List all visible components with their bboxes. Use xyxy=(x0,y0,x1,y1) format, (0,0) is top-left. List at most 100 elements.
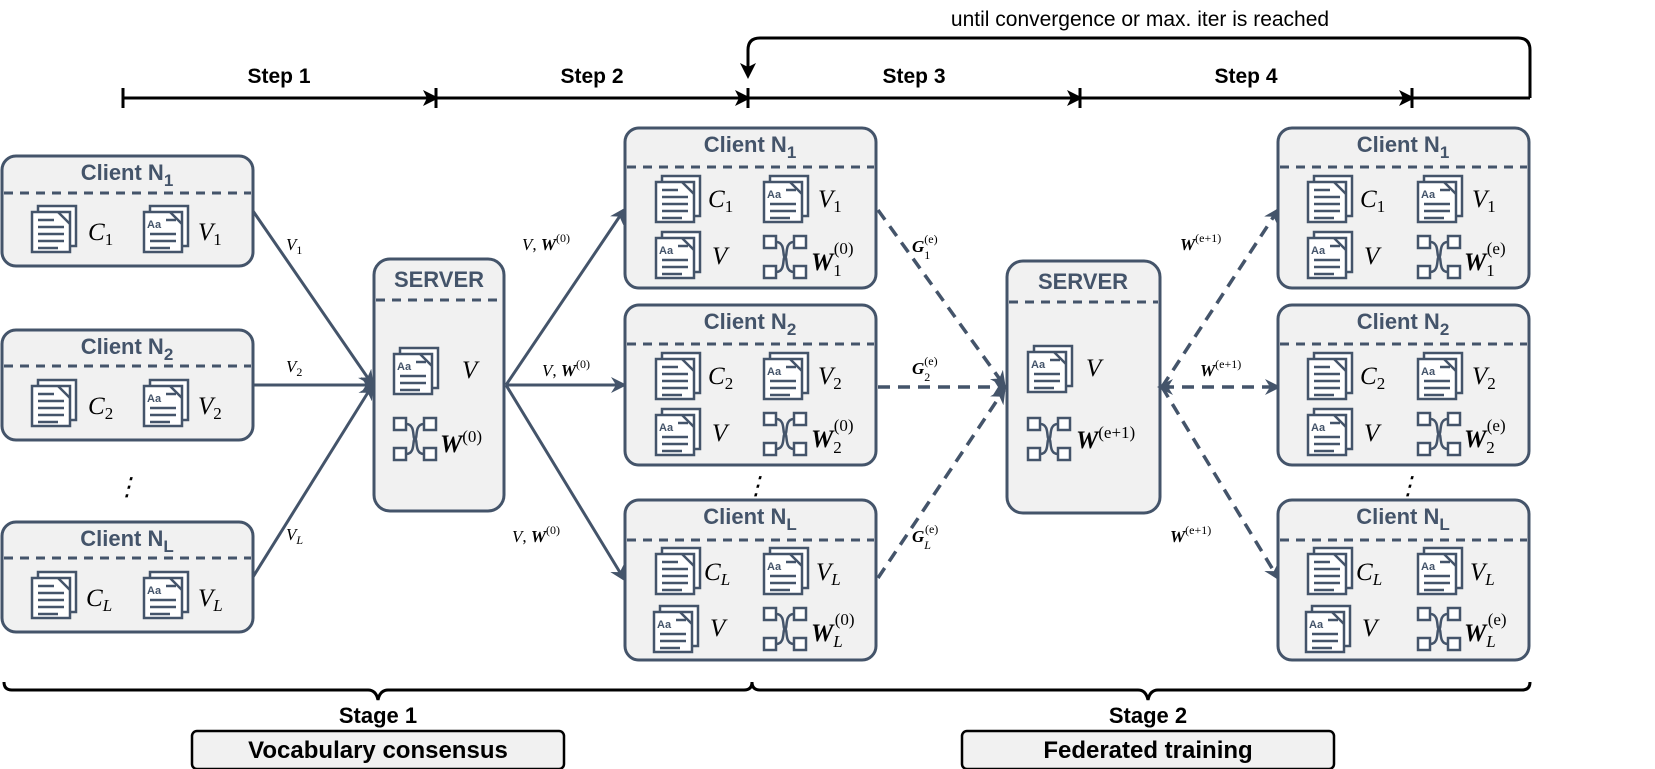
document-stack-icon xyxy=(1306,174,1354,224)
step-timeline: Step 1 Step 2 Step 3 Step 4 xyxy=(121,65,1530,108)
svg-text:W1(0): W1(0) xyxy=(811,239,854,280)
svg-text:W2(0): W2(0) xyxy=(811,416,854,457)
loop-arrow: until convergence or max. iter is reache… xyxy=(740,8,1532,98)
step-3-label: Step 3 xyxy=(882,65,945,88)
svg-text:W1(e): W1(e) xyxy=(1464,239,1506,280)
svg-text:CL: CL xyxy=(86,585,112,615)
vocabulary-document-icon xyxy=(654,407,702,457)
svg-text:V: V xyxy=(710,615,728,642)
right-client-L: Client NL CL VL V WL(e) xyxy=(1276,498,1531,662)
svg-text:V: V xyxy=(1086,355,1104,382)
loop-label: until convergence or max. iter is reache… xyxy=(951,8,1329,31)
server-label: SERVER xyxy=(394,267,484,292)
svg-text:W2(e): W2(e) xyxy=(1464,416,1506,457)
document-stack-icon xyxy=(654,351,702,401)
step2-arrows: V, W(0) V, W(0) V, W(0) xyxy=(504,207,627,582)
svg-text:V: V xyxy=(712,420,730,447)
document-stack-icon xyxy=(654,546,702,596)
step-2-label: Step 2 xyxy=(560,65,623,88)
svg-text:Client NL: Client NL xyxy=(1356,504,1450,534)
document-stack-icon xyxy=(1306,351,1354,401)
stage-2: Stage 2 Federated training xyxy=(750,681,1532,769)
mid-client-2: Client N2 C2 V2 V W2(0) xyxy=(623,303,878,467)
client-name: Client N xyxy=(81,160,164,185)
document-stack-icon xyxy=(30,204,78,254)
svg-text:Client N1: Client N1 xyxy=(81,160,174,190)
svg-text:Client N1: Client N1 xyxy=(704,132,797,162)
svg-text:C2: C2 xyxy=(88,393,113,423)
svg-text:V1: V1 xyxy=(818,186,842,216)
svg-text:VL: VL xyxy=(286,525,303,547)
mid-client-1: Client N1 C1 V1 V W1(0) xyxy=(623,126,878,290)
vocabulary-document-icon xyxy=(142,204,190,254)
vocabulary-document-icon xyxy=(762,546,810,596)
vocabulary-document-icon xyxy=(1416,174,1464,224)
svg-text:Client N2: Client N2 xyxy=(81,334,174,364)
svg-text:V, W(0): V, W(0) xyxy=(542,357,590,380)
stage1-client-L: Client NL CL VL xyxy=(0,520,255,634)
ellipsis: ⋮ xyxy=(744,473,769,500)
stage1-client-2: Client N2 C2 V2 xyxy=(0,328,255,442)
svg-text:G2(e): G2(e) xyxy=(912,354,938,384)
right-client-1: Client N1 C1 V1 V W1(e) xyxy=(1276,126,1531,290)
stage-1-name: Vocabulary consensus xyxy=(248,737,508,764)
stage-2-name: Federated training xyxy=(1043,737,1252,764)
stage-2-name-box xyxy=(960,729,1336,769)
svg-text:W(e+1): W(e+1) xyxy=(1076,423,1135,454)
ellipsis: ⋮ xyxy=(115,474,140,501)
document-stack-icon xyxy=(1306,546,1354,596)
vocabulary-document-icon xyxy=(1026,344,1074,394)
svg-text:C1: C1 xyxy=(88,219,113,249)
svg-text:V: V xyxy=(462,357,480,384)
svg-text:V: V xyxy=(1364,420,1382,447)
svg-text:VL: VL xyxy=(198,585,223,615)
svg-text:W(e+1): W(e+1) xyxy=(1180,231,1221,254)
vocabulary-document-icon xyxy=(1306,407,1354,457)
svg-text:Client NL: Client NL xyxy=(703,504,797,534)
vocabulary-document-icon xyxy=(142,570,190,620)
stage-2-label: Stage 2 xyxy=(1109,703,1187,728)
svg-text:CL: CL xyxy=(704,559,730,589)
stage-1: Stage 1 Vocabulary consensus xyxy=(2,681,754,769)
vocabulary-document-icon xyxy=(1304,604,1352,654)
document-stack-icon xyxy=(30,378,78,428)
vocabulary-document-icon xyxy=(392,346,440,396)
svg-text:C2: C2 xyxy=(708,363,733,393)
step1-arrows: V1 V2 VL xyxy=(251,210,377,578)
svg-text:W(e+1): W(e+1) xyxy=(1170,523,1211,546)
svg-text:WL(e): WL(e) xyxy=(1464,610,1507,651)
stage-1-name-box xyxy=(190,729,566,769)
svg-text:V: V xyxy=(712,243,730,270)
step-4-label: Step 4 xyxy=(1214,65,1277,88)
vocabulary-document-icon xyxy=(762,351,810,401)
svg-text:Client N2: Client N2 xyxy=(704,309,797,339)
vocabulary-document-icon xyxy=(1416,546,1464,596)
svg-text:V2: V2 xyxy=(286,357,302,379)
svg-text:V: V xyxy=(1362,615,1380,642)
document-stack-icon xyxy=(30,570,78,620)
step3-arrows: G1(e) G2(e) GL(e) xyxy=(876,208,1009,579)
vocabulary-document-icon xyxy=(654,230,702,280)
svg-text:GL(e): GL(e) xyxy=(912,522,938,552)
svg-text:V1: V1 xyxy=(1472,186,1496,216)
svg-text:C1: C1 xyxy=(1360,186,1385,216)
server-stage2: SERVER V W(e+1) xyxy=(1005,259,1162,515)
svg-text:VL: VL xyxy=(816,559,841,589)
right-client-2: Client N2 C2 V2 V W2(e) xyxy=(1276,303,1531,467)
stage1-client-1: Client N1 C1 V1 xyxy=(0,154,255,268)
vocabulary-document-icon xyxy=(142,378,190,428)
svg-text:WL(0): WL(0) xyxy=(811,610,855,651)
svg-text:G1(e): G1(e) xyxy=(912,232,938,262)
svg-text:CL: CL xyxy=(1356,559,1382,589)
vocabulary-document-icon xyxy=(1306,230,1354,280)
document-stack-icon xyxy=(654,174,702,224)
svg-text:C2: C2 xyxy=(1360,363,1385,393)
svg-text:V1: V1 xyxy=(286,235,302,257)
svg-text:Client N2: Client N2 xyxy=(1357,309,1450,339)
vocabulary-document-icon xyxy=(1416,351,1464,401)
ellipsis: ⋮ xyxy=(1396,473,1421,500)
svg-text:VL: VL xyxy=(1470,559,1495,589)
svg-text:Client N1: Client N1 xyxy=(1357,132,1450,162)
server-label: SERVER xyxy=(1038,269,1128,294)
